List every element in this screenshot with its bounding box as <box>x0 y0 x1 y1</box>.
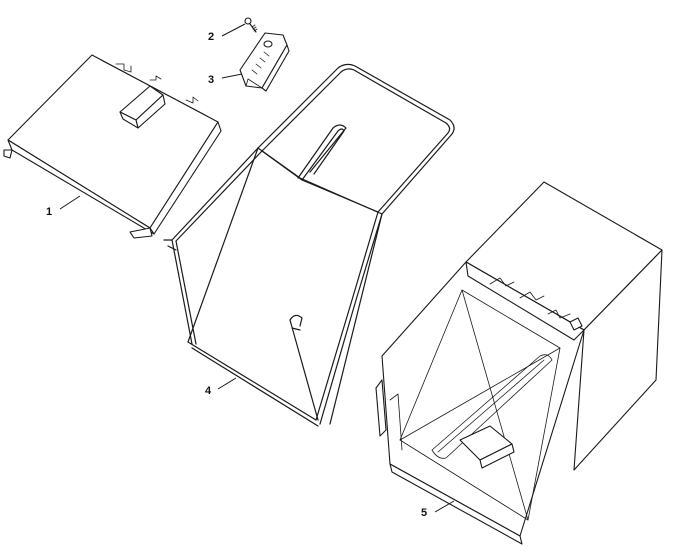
callouts: 1 2 3 4 5 <box>46 31 427 519</box>
part-3-handle[interactable] <box>239 32 290 92</box>
callout-2: 2 <box>208 31 214 43</box>
part-4-bag-frame[interactable] <box>163 63 455 427</box>
callout-4: 4 <box>205 385 212 397</box>
callout-3: 3 <box>208 74 214 86</box>
leader-3 <box>221 73 243 79</box>
part-1-bag-cover[interactable] <box>3 54 222 239</box>
callout-1: 1 <box>46 206 52 218</box>
leader-5 <box>434 500 455 513</box>
part-5-grass-bag[interactable] <box>375 181 663 545</box>
leader-lines <box>59 23 455 513</box>
leader-1 <box>59 195 81 210</box>
callout-5: 5 <box>421 507 427 519</box>
part-2-screw[interactable] <box>244 17 258 33</box>
leader-2 <box>221 23 246 37</box>
leader-4 <box>217 377 237 390</box>
